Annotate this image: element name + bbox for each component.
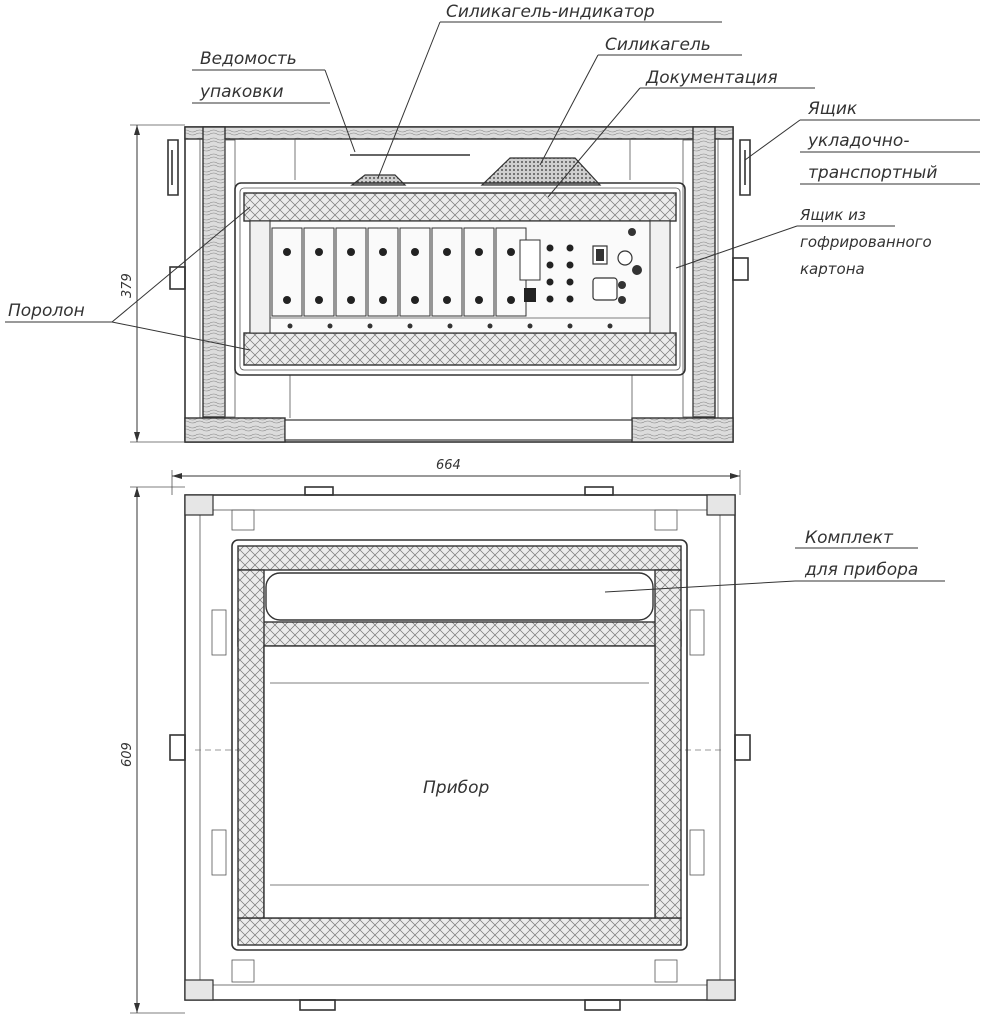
dimension-height: 379 [120,124,185,443]
top-plank [184,126,734,140]
label-device: Прибор [423,778,490,798]
cardboard-box [234,182,686,376]
front-view: 379 Силикагель-индикатор Силикагель Доку… [5,2,980,443]
latch-left [167,139,179,196]
latch-right [739,139,751,196]
label-transport-box-line1: Ящик [807,99,858,119]
instrument-panel [249,220,671,334]
cardboard-box-top [231,539,688,951]
label-packing-list-line1: Ведомость [200,49,297,69]
dimension-height-value: 379 [120,273,135,298]
label-kit-line2: для прибора [804,560,918,580]
dimension-depth: 609 [120,486,185,1014]
label-cardboard-box-line2: гофрированного [800,233,932,251]
label-cardboard-box-line3: картона [800,260,865,278]
foam-bottom [243,332,677,366]
label-transport-box-line2: укладочно- [807,131,909,151]
label-transport-box-line3: транспортный [808,163,937,183]
dimension-width-value: 664 [436,458,461,473]
callouts-front: Силикагель-индикатор Силикагель Документ… [5,2,980,351]
kit-pocket [265,572,654,621]
silica-bag [480,157,602,186]
dimension-width: 664 [171,458,741,495]
label-kit-line1: Комплект [805,528,894,548]
dimension-depth-value: 609 [120,742,135,767]
device-outline [263,645,656,919]
label-cardboard-box-line1: Ящик из [799,206,866,224]
label-packing-list-line2: упаковки [199,82,284,102]
label-documentation: Документация [645,68,778,88]
callouts-top: Комплект для прибора Прибор [423,528,945,798]
top-view: 664 609 [120,458,945,1014]
label-foam: Поролон [8,301,85,321]
power-socket [592,277,618,301]
label-silica: Силикагель [605,35,711,55]
foam-top [243,192,677,222]
label-silica-indicator: Силикагель-индикатор [446,2,655,22]
